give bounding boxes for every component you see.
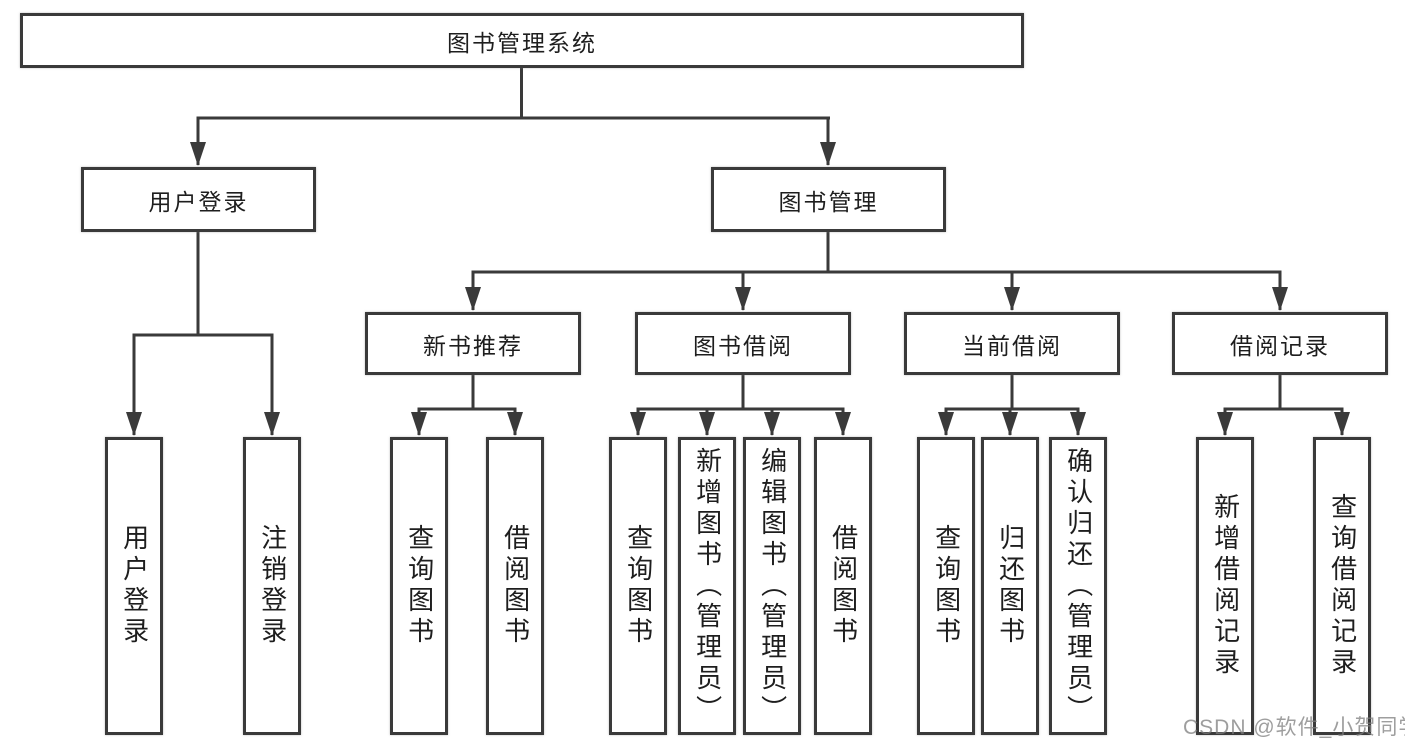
node-new-book-recommend: 新书推荐 <box>365 312 581 375</box>
node-label: 用户登录 <box>148 188 249 215</box>
node-label: 查询图书 <box>404 524 435 648</box>
node-label: 查询图书 <box>623 524 654 648</box>
node-label: 借阅记录 <box>1230 332 1330 359</box>
leaf-newbook-borrow-books: 借阅图书 <box>486 437 544 735</box>
node-label: 归还图书 <box>995 524 1026 648</box>
leaf-records-add-record: 新增借阅记录 <box>1196 437 1254 735</box>
node-book-management: 图书管理 <box>711 167 946 232</box>
node-label: 新书推荐 <box>423 332 523 359</box>
node-user-login: 用户登录 <box>81 167 316 232</box>
node-label: 新增图书（管理员） <box>692 446 723 726</box>
leaf-borrow-borrow-books: 借阅图书 <box>814 437 872 735</box>
leaf-logout: 注销登录 <box>243 437 301 735</box>
node-label: 查询图书 <box>931 524 962 648</box>
node-label: 新增借阅记录 <box>1210 493 1241 679</box>
node-book-borrow: 图书借阅 <box>635 312 851 375</box>
node-borrow-records: 借阅记录 <box>1172 312 1388 375</box>
edge-borrow-records-to-children <box>1217 375 1350 436</box>
node-label: 借阅图书 <box>828 524 859 648</box>
edge-book-management-to-children <box>465 232 1288 311</box>
edge-new-book-recommend-to-children <box>411 375 523 436</box>
leaf-current-confirm-return-admin: 确认归还（管理员） <box>1049 437 1107 735</box>
leaf-user-login: 用户登录 <box>105 437 163 735</box>
node-root-system: 图书管理系统 <box>20 13 1024 68</box>
node-label: 图书管理系统 <box>447 29 597 56</box>
node-label: 注销登录 <box>257 524 288 648</box>
edge-user-login-to-children <box>126 232 280 436</box>
node-label: 查询借阅记录 <box>1327 493 1358 679</box>
edge-root-to-children <box>190 66 836 166</box>
edge-current-borrow-to-children <box>938 375 1086 436</box>
leaf-current-query-books: 查询图书 <box>917 437 975 735</box>
node-label: 用户登录 <box>119 524 150 648</box>
node-label: 当前借阅 <box>962 332 1062 359</box>
leaf-borrow-edit-books-admin: 编辑图书（管理员） <box>743 437 801 735</box>
leaf-borrow-add-books-admin: 新增图书（管理员） <box>678 437 736 735</box>
leaf-records-query-record: 查询借阅记录 <box>1313 437 1371 735</box>
node-label: 确认归还（管理员） <box>1063 446 1094 726</box>
csdn-watermark: CSDN @软件_小贺同学 <box>1183 716 1405 739</box>
node-label: 借阅图书 <box>500 524 531 648</box>
node-label: 图书管理 <box>778 188 879 215</box>
leaf-newbook-query-books: 查询图书 <box>390 437 448 735</box>
leaf-current-return-books: 归还图书 <box>981 437 1039 735</box>
node-label: 编辑图书（管理员） <box>757 446 788 726</box>
leaf-borrow-query-books: 查询图书 <box>609 437 667 735</box>
node-current-borrow: 当前借阅 <box>904 312 1120 375</box>
edge-book-borrow-to-children <box>630 375 851 436</box>
node-label: 图书借阅 <box>693 332 793 359</box>
